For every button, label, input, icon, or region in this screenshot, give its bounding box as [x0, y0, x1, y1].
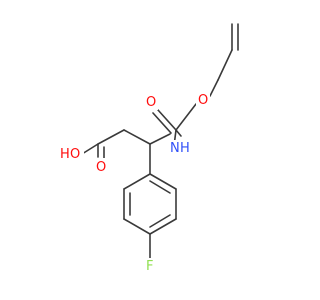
bond-ch2-ch [123, 129, 151, 145]
bond-ch-nh [149, 133, 171, 145]
ring-double-inner-2 [149, 214, 171, 228]
ring-bond-4 [123, 218, 151, 235]
atom-oh-oxygen: O [70, 147, 80, 162]
ring-bond-3 [149, 218, 177, 235]
molecule-structure-diagram: H O O O O N H F [58, 23, 239, 274]
bond-carbamate-ester-o [175, 103, 197, 131]
bond-oh-carboxyl [81, 143, 99, 155]
bond-nh-carbamate [175, 129, 182, 137]
atom-labels: H O O O O N H F [58, 92, 210, 274]
ring-double-inner-1 [149, 180, 171, 194]
atom-amine-hydrogen: H [180, 141, 190, 156]
bond-carboxyl-ch2 [97, 129, 125, 145]
atom-carbamate-carbonyl-oxygen: O [146, 95, 156, 110]
ring-bond-6 [123, 173, 151, 190]
atom-acid-carbonyl-oxygen: O [96, 160, 106, 175]
atom-fluorine: F [146, 259, 153, 274]
bond-carbamate-carbonyl-a [157, 109, 177, 131]
atom-oh-hydrogen: H [60, 147, 70, 162]
ring-bond-1 [149, 173, 177, 190]
bond-ester-o-ch2 [209, 79, 219, 97]
bonds [81, 23, 239, 259]
bond-allyl-ch2-ch [217, 49, 233, 81]
atom-ester-oxygen: O [198, 93, 208, 108]
atom-amine-nitrogen: N [170, 141, 180, 156]
bond-carbamate-carbonyl-b [152, 112, 172, 134]
